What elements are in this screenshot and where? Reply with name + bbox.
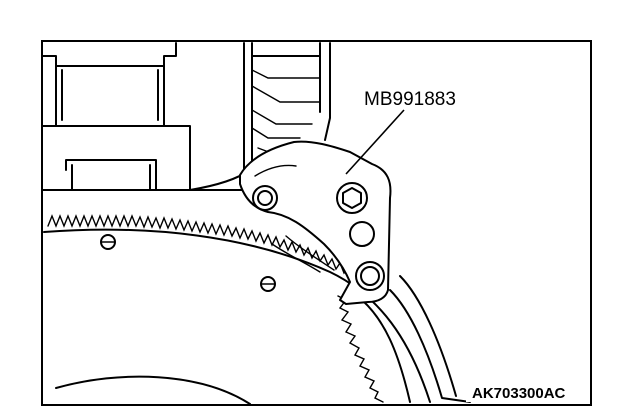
tool-callout-label: MB991883: [364, 89, 456, 110]
flywheel-stopper-tool: [239, 140, 392, 305]
flywheel-bolt-mark: [260, 276, 276, 292]
flywheel-ring-gear-lower: [337, 295, 384, 403]
flywheel-hub-arc: [55, 375, 251, 405]
engine-block-casting: [41, 42, 331, 191]
flywheel-bolt-mark: [100, 234, 116, 250]
figure-id-label: AK703300AC: [472, 385, 566, 402]
callout-leader: [345, 109, 405, 175]
